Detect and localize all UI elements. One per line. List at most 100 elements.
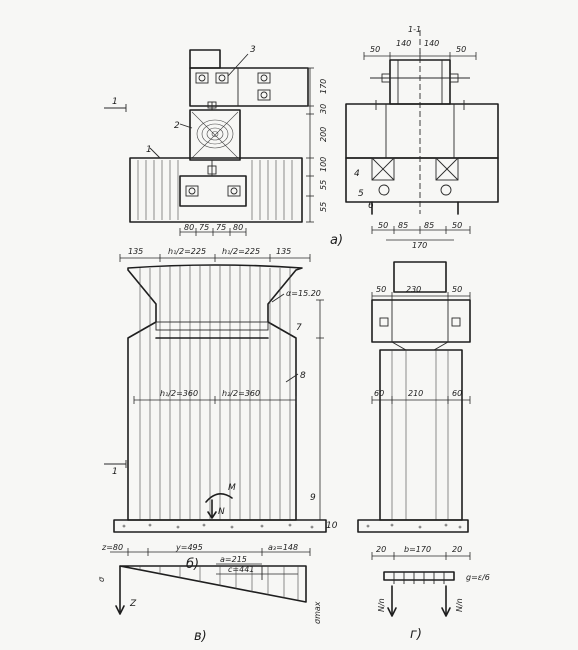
growth-rings — [191, 111, 239, 159]
callout-10: 10 — [326, 521, 338, 531]
caption-g: г) — [410, 627, 422, 642]
callout-8: 8 — [300, 371, 306, 381]
dim-b-m0: h₁/2=360 — [160, 389, 198, 398]
section-column-top — [345, 157, 499, 203]
bracket-stub — [189, 49, 221, 69]
caption-v: в) — [194, 629, 207, 644]
z-axis-label: Z — [129, 599, 137, 609]
dim-b-t0: 135 — [128, 247, 143, 256]
svg-text:55: 55 — [319, 202, 328, 212]
dim-g-m1: 210 — [408, 389, 423, 398]
lower-plate — [179, 175, 247, 207]
dim-s-b0: 50 — [378, 221, 388, 230]
side-dim-labels: 170 30 200 100 55 55 — [319, 79, 328, 212]
axial-label: N — [218, 507, 225, 517]
foundation — [113, 519, 327, 533]
section-beam — [345, 103, 499, 159]
dim-b-t1: h₁/2=225 — [168, 247, 206, 256]
g-top-stub — [393, 261, 447, 293]
reaction-right: N/n — [455, 598, 464, 612]
dim-g-t2: 50 — [452, 285, 462, 294]
panel-a-side-dims — [306, 67, 314, 223]
bracket-bolts — [195, 72, 271, 101]
section-marker-top: 1 — [104, 97, 127, 112]
svg-text:1: 1 — [112, 467, 118, 477]
dim-b-t2: h₁/2=225 — [222, 247, 260, 256]
section-crosses — [371, 157, 459, 196]
dim-b-m1: h₂/2=360 — [222, 389, 260, 398]
panel-b-elevation: 135 h₁/2=225 h₁/2=225 135 α=15.20 7 8 9 … — [97, 247, 338, 644]
dim-y: y=495 — [175, 543, 203, 552]
plate-bolts — [185, 185, 241, 197]
dim-s-b1: 85 — [398, 221, 408, 230]
g-load-diagram — [383, 571, 455, 617]
foundation-dots — [122, 523, 314, 529]
caption-a: a) — [330, 233, 343, 248]
callout-4: 4 — [354, 169, 360, 179]
dim-g-t0: 50 — [376, 285, 386, 294]
panel-a-section: 1-1 50 140 140 50 4 5 6 50 — [330, 25, 499, 250]
load-label: g=ε/6 — [466, 573, 490, 582]
callout-1: 1 — [146, 145, 152, 155]
column-band — [129, 157, 303, 223]
dim-g-m0: 60 — [374, 389, 384, 398]
sigma-label: σ — [97, 576, 106, 582]
dim-a-b2: 75 — [216, 223, 226, 232]
dim-a-b0: 80 — [184, 223, 194, 232]
dim-s-overall: 170 — [412, 241, 427, 250]
dim-z: z=80 — [101, 543, 123, 552]
callout-5: 5 — [358, 189, 364, 199]
dim-a3: a₃=148 — [268, 543, 298, 552]
dim-s-t1: 140 — [396, 39, 411, 48]
g-column-lines — [391, 350, 449, 520]
g-capital-bolts — [379, 300, 461, 342]
reaction-left: N/n — [377, 598, 386, 612]
callout-3: 3 — [250, 45, 256, 55]
top-beam-bracket — [189, 67, 309, 107]
g-foundation-dots — [366, 523, 462, 529]
panel-a-bottom-dim-line — [179, 228, 247, 236]
dim-g-b2: 20 — [452, 545, 462, 554]
splice-band — [155, 321, 269, 331]
dim-g-b0: 20 — [376, 545, 386, 554]
moment-arrow — [205, 493, 233, 503]
svg-text:1: 1 — [112, 97, 118, 107]
dim-c: c=441 — [228, 565, 254, 574]
g-foundation — [357, 519, 469, 533]
column-outline — [127, 264, 303, 521]
dim-a-b1: 75 — [199, 223, 209, 232]
callout-7: 7 — [296, 323, 302, 333]
caption-b: б) — [186, 557, 199, 572]
svg-text:55: 55 — [319, 180, 328, 190]
svg-text:200: 200 — [319, 127, 328, 142]
g-splice — [391, 341, 449, 351]
svg-text:100: 100 — [319, 157, 328, 172]
dim-g-m2: 60 — [452, 389, 462, 398]
alpha-label: α=15.20 — [286, 289, 321, 298]
g-capital — [371, 299, 471, 343]
moment-label: M — [228, 483, 236, 493]
sigma-max-label: σmax — [313, 601, 322, 624]
callout-2: 2 — [174, 121, 180, 131]
column-hatching — [137, 160, 293, 220]
dim-b-t3: 135 — [276, 247, 291, 256]
dim-s-t0: 50 — [370, 45, 380, 54]
dim-s-t3: 50 — [456, 45, 466, 54]
svg-text:30: 30 — [319, 104, 328, 114]
section-title: 1-1 — [408, 25, 421, 34]
stress-diagram — [115, 565, 307, 615]
section-marker-bottom: 1 — [104, 460, 127, 477]
panel-a-plan: 170 30 200 100 55 55 80 75 75 80 1 2 3 1 — [104, 45, 328, 236]
dim-s-b3: 50 — [452, 221, 462, 230]
timber-end-grain — [189, 109, 241, 161]
svg-text:170: 170 — [319, 79, 328, 94]
dim-s-b2: 85 — [424, 221, 434, 230]
dim-g-t1: 230 — [406, 285, 421, 294]
dim-g-b1: b=170 — [404, 545, 431, 554]
dim-a: a=215 — [220, 555, 247, 564]
dim-a-b3: 80 — [233, 223, 243, 232]
panel-g-section: 50 230 50 60 210 60 20 b=170 20 — [357, 261, 490, 642]
callout-9: 9 — [310, 493, 316, 503]
